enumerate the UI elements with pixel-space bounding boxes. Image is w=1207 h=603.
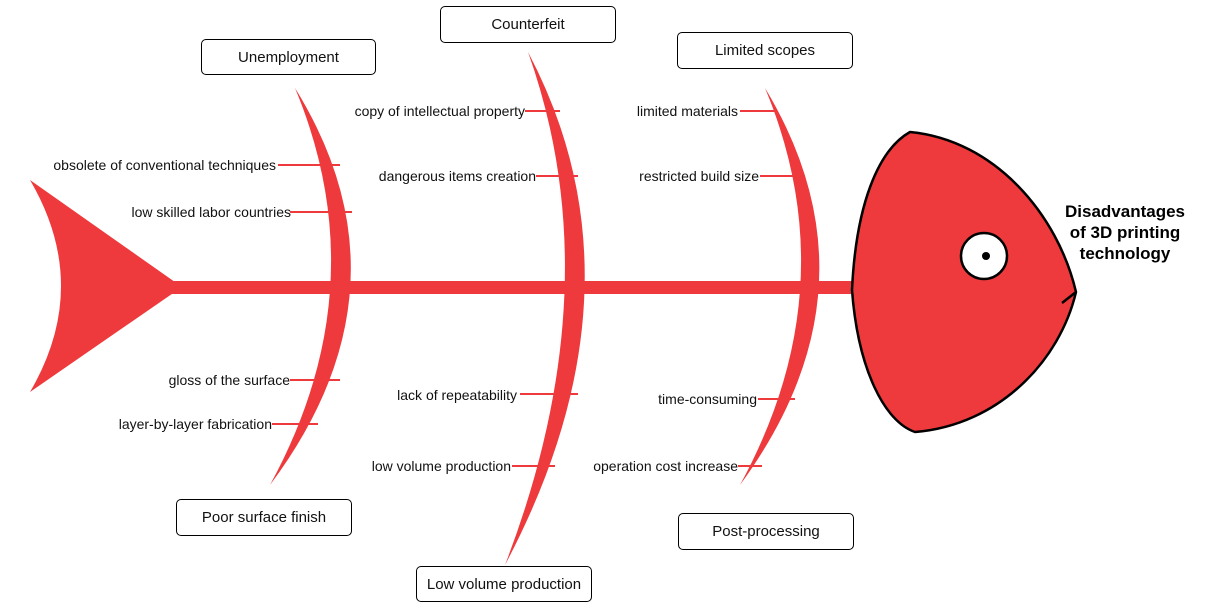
cause-gloss-surface: gloss of the surface — [168, 372, 290, 388]
effect-label: Disadvantages of 3D printing technology — [1050, 201, 1200, 264]
cause-connectors — [272, 110, 800, 467]
cause-operation-cost: operation cost increase — [593, 458, 738, 474]
cause-low-skilled-labor: low skilled labor countries — [131, 204, 291, 220]
cause-low-volume-production: low volume production — [371, 458, 511, 474]
rib-counterfeit-low-volume — [505, 52, 585, 565]
cause-lack-repeatability: lack of repeatability — [397, 387, 517, 403]
fish-head — [850, 130, 1078, 434]
cause-layer-by-layer: layer-by-layer fabrication — [118, 416, 272, 432]
cause-copy-intellectual-property: copy of intellectual property — [354, 103, 525, 119]
rib-unemployment-poor-surface — [270, 88, 351, 485]
cause-obsolete-techniques: obsolete of conventional techniques — [53, 157, 276, 173]
rib-limited-scopes-post-processing — [740, 88, 820, 485]
cause-limited-materials: limited materials — [636, 103, 738, 119]
effect-line-1: Disadvantages — [1065, 202, 1185, 221]
cause-time-consuming: time-consuming — [658, 391, 757, 407]
fish-tail — [30, 180, 182, 392]
effect-line-2: of 3D printing — [1069, 223, 1181, 242]
category-unemployment: Unemployment — [201, 39, 376, 75]
category-poor-surface-finish: Poor surface finish — [176, 499, 352, 536]
category-post-processing: Post-processing — [678, 513, 854, 550]
effect-line-3: technology — [1079, 244, 1171, 263]
cause-dangerous-items: dangerous items creation — [378, 168, 536, 184]
category-counterfeit: Counterfeit — [440, 6, 616, 43]
fish-spine — [170, 281, 865, 294]
fish-mouth — [1061, 291, 1077, 304]
cause-restricted-build-size: restricted build size — [639, 168, 759, 184]
fish-pupil — [982, 252, 990, 260]
category-limited-scopes: Limited scopes — [677, 32, 853, 69]
category-low-volume-production: Low volume production — [416, 566, 592, 602]
